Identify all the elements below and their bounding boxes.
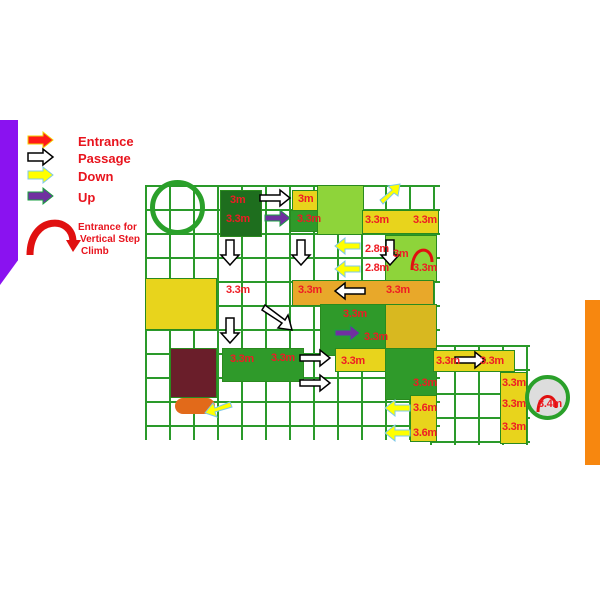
legend-icons [26, 130, 81, 256]
vertical-climb-entrance-icon [536, 395, 558, 413]
height-label: 3m [230, 194, 246, 206]
down-arrow-icon [334, 236, 361, 256]
height-label: 3.3m [413, 377, 437, 389]
spiral-slide [150, 180, 205, 235]
down-arrow-icon [384, 423, 411, 443]
height-label: 3.6m [413, 427, 437, 439]
height-label: 3m [298, 193, 314, 205]
passage-arrow-icon [219, 239, 241, 267]
passage-arrow-icon [260, 303, 294, 331]
height-label: 3.3m [341, 355, 365, 367]
passage-arrow-icon [333, 281, 366, 301]
height-label: 3.3m [480, 355, 504, 367]
height-label: 3.3m [365, 214, 389, 226]
height-label: 3.3m [364, 331, 388, 343]
height-label: 3.3m [502, 421, 526, 433]
passage-arrow-icon [259, 188, 292, 208]
height-label: 3.6m [413, 402, 437, 414]
passage-arrow-icon [454, 350, 487, 370]
passage-arrow-icon [290, 239, 312, 267]
legend-vc-line3: Climb [81, 246, 109, 257]
purple-arrow-icon [27, 186, 54, 206]
down-arrow-icon [334, 259, 361, 279]
down-arrow-icon [384, 398, 411, 418]
legend-vc-line1: Entrance for [78, 222, 137, 233]
down-arrow-icon [379, 183, 401, 205]
left-decor-tab [0, 120, 18, 285]
height-label: 3.3m [343, 308, 367, 320]
height-label: 3.3m [436, 355, 460, 367]
height-label: 3m [393, 248, 409, 260]
legend-vertical-climb: Entrance for Vertical Step Climb [78, 222, 140, 258]
height-label: 3.3m [230, 353, 254, 365]
tube-slide [175, 398, 215, 414]
height-label: 3.3m [413, 214, 437, 226]
height-label: 3.4m [538, 398, 562, 410]
legend-up: Up [78, 190, 96, 205]
height-label: 3.3m [413, 262, 437, 274]
passage-arrow-icon [379, 239, 401, 267]
height-label: 3.3m [297, 213, 321, 225]
height-label: 3.3m [502, 377, 526, 389]
red-arrow-icon [27, 130, 54, 150]
height-label: 3.3m [386, 284, 410, 296]
white-arrow-icon [27, 147, 55, 167]
legend-down: Down [78, 169, 114, 184]
height-label: 3.3m [502, 398, 526, 410]
legend-entrance: Entrance [78, 134, 134, 149]
passage-arrow-icon [299, 373, 332, 393]
yellow-arrow-icon [27, 165, 54, 185]
vertical-climb-entrance-icon [410, 248, 434, 271]
height-label: 3.3m [226, 213, 250, 225]
passage-arrow-icon [219, 317, 241, 345]
right-decor-tab [585, 300, 600, 465]
legend-passage: Passage [78, 151, 131, 166]
up-arrow-icon [264, 208, 291, 228]
height-label: 3.3m [226, 284, 250, 296]
height-label: 3.3m [298, 284, 322, 296]
height-label: 3.3m [271, 352, 295, 364]
passage-arrow-icon [299, 348, 332, 368]
up-arrow-icon [334, 323, 361, 343]
height-label: 2.8m [365, 262, 389, 274]
legend-vc-line2: Vertical Step [80, 234, 141, 245]
height-label: 2.8m [365, 243, 389, 255]
down-arrow-icon [204, 401, 233, 418]
curved-red-arrow-icon [26, 219, 77, 256]
